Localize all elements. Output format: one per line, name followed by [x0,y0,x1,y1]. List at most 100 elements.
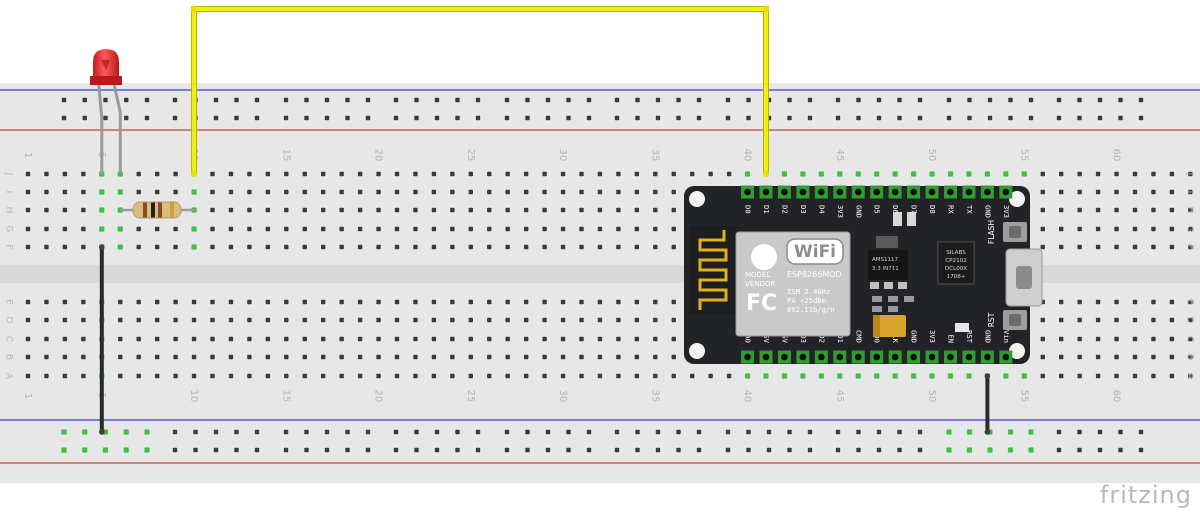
breadboard-hole [560,299,566,305]
breadboard-hole [653,354,658,360]
breadboard-hole [1114,226,1119,232]
breadboard-hole [228,226,234,232]
breadboard-hole [560,354,566,360]
breadboard-hole [1059,336,1064,342]
breadboard-hole [455,115,460,121]
breadboard-hole [228,354,234,360]
breadboard-hole [365,97,371,103]
breadboard-hole [413,299,418,305]
breadboard-hole [210,299,215,305]
breadboard-hole [154,373,160,379]
breadboard-hole [339,244,344,250]
breadboard-hole [365,115,371,121]
breadboard-hole [210,244,215,250]
resistor-band [151,202,155,218]
breadboard-hole [671,171,676,177]
breadboard-hole [545,447,551,453]
breadboard-hole [1132,226,1138,232]
header-pin-hole [799,188,807,196]
row-letter: J [4,172,14,176]
breadboard-hole [1169,299,1175,305]
breadboard-hole [414,447,419,453]
breadboard-hole-connected [947,373,954,379]
breadboard-hole [191,354,197,360]
breadboard-hole [44,354,49,360]
breadboard-hole [173,171,178,177]
breadboard-hole [283,97,289,103]
row-letter: A [1185,373,1195,380]
breadboard-hole [393,97,399,103]
header-pin-hole [984,188,991,196]
breadboard-hole-connected [144,447,150,453]
breadboard-hole-connected [763,373,769,379]
breadboard-hole-connected [191,189,197,195]
breadboard-hole [634,299,640,305]
breadboard-hole-connected [117,226,123,232]
breadboard-hole [597,299,603,305]
breadboard-hole [1114,336,1119,342]
row-letter: D [4,317,14,324]
wire-yellow-node [762,170,770,178]
breadboard-hole [321,354,326,360]
breadboard-hole [614,97,620,103]
breadboard-hole [61,115,67,121]
column-label: 1 [22,152,33,158]
breadboard-hole [560,336,566,342]
breadboard-hole [579,299,584,305]
breadboard-hole [213,429,219,435]
breadboard-hole [1151,299,1156,305]
column-label: 30 [557,149,568,162]
breadboard-hole [394,373,400,379]
breadboard-hole [394,171,400,177]
breadboard-hole [1151,336,1156,342]
breadboard-hole [1138,115,1144,121]
breadboard-hole [586,97,592,103]
breadboard-hole [468,373,473,379]
breadboard-hole [431,299,437,305]
mounting-hole [1009,343,1025,359]
breadboard-hole [1188,244,1193,250]
breadboard-hole [560,226,566,232]
header-pin-hole [854,188,862,196]
breadboard-hole [616,317,621,323]
breadboard-hole [302,189,307,195]
breadboard-hole [566,429,571,435]
breadboard-hole [25,244,31,250]
breadboard-hole-connected [984,171,990,177]
breadboard-hole [431,336,437,342]
breadboard-hole [468,244,473,250]
vendor-text: VENDOR [745,280,775,288]
breadboard-hole [154,226,160,232]
breadboard-hole [505,354,510,360]
breadboard-hole [254,115,260,121]
breadboard-hole [766,429,772,435]
breadboard-hole [321,226,326,232]
breadboard-hole [365,429,371,435]
breadboard-hole [136,373,141,379]
breadboard-hole [671,299,676,305]
breadboard-hole [1132,373,1138,379]
breadboard-hole [579,317,584,323]
header-pin-hole [762,353,770,361]
breadboard-hole [635,447,640,453]
micro-usb-port [1016,266,1032,289]
breadboard-hole [1151,317,1156,323]
breadboard-hole [191,373,197,379]
breadboard-hole [136,354,141,360]
column-label: 55 [1018,149,1029,162]
top-pin-label: D2 [780,205,789,214]
breadboard-hole [413,354,418,360]
breadboard-hole [173,354,178,360]
breadboard-hole [414,97,419,103]
breadboard-hole [431,354,437,360]
breadboard-hole [1028,115,1034,121]
breadboard-hole [434,97,440,103]
breadboard-hole-connected [117,189,123,195]
breadboard-hole [357,336,363,342]
column-label: 50 [926,390,937,403]
breadboard-hole-connected [929,373,935,379]
vendor-logo [751,244,777,270]
breadboard-hole [136,171,141,177]
breadboard-hole [634,336,640,342]
breadboard-hole [1095,171,1101,177]
